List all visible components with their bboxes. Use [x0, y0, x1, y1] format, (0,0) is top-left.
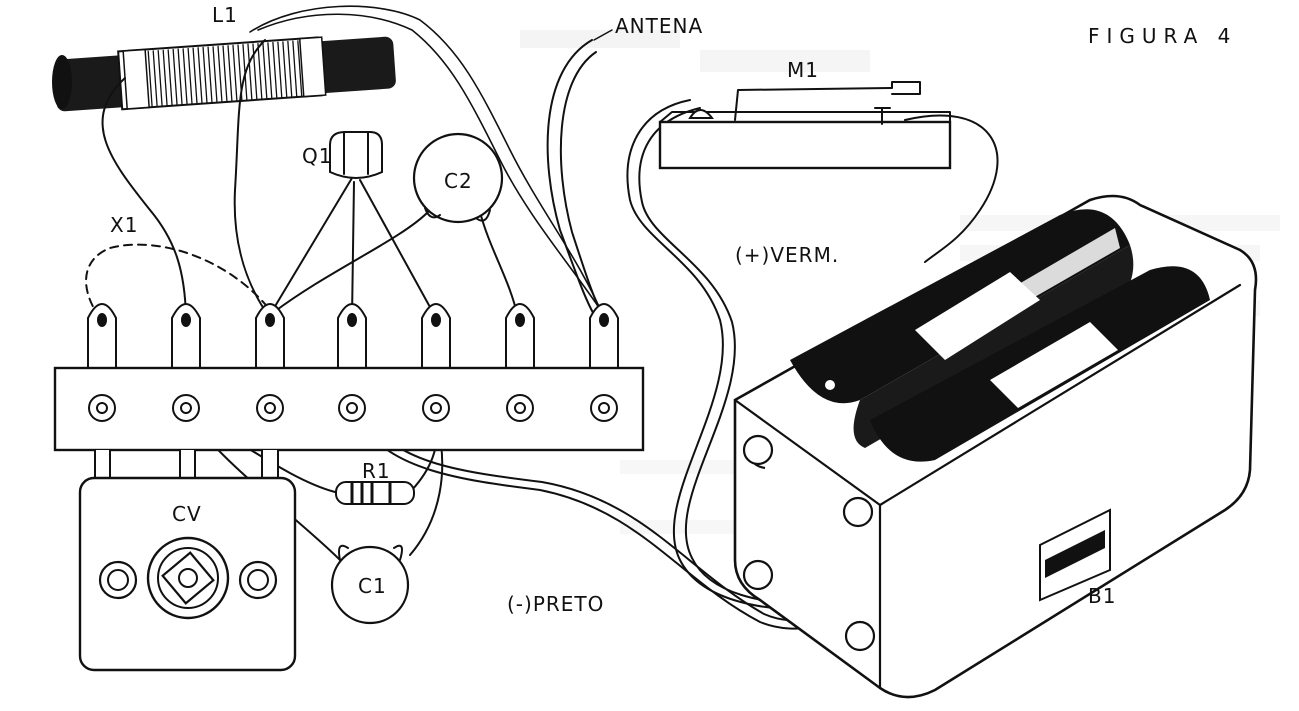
c2-capacitor: [412, 132, 504, 224]
c1-capacitor: [330, 544, 410, 625]
terminal-lugs: [87, 303, 619, 370]
l1-coil: [52, 36, 396, 112]
r1-resistor: [335, 481, 415, 505]
cv-variable-capacitor: [78, 476, 297, 672]
label-c1: C1: [358, 574, 387, 598]
m1-morse-key: [658, 81, 952, 170]
label-antenna: ANTENA: [615, 14, 703, 38]
label-q1: Q1: [302, 144, 332, 168]
q1-transistor: [329, 131, 383, 179]
coil-windings: [122, 36, 327, 110]
label-c2: C2: [444, 169, 473, 193]
label-l1: L1: [212, 3, 238, 27]
b1-battery-holder: [733, 194, 1258, 699]
terminal-strip: [53, 303, 645, 481]
label-cv: CV: [172, 502, 202, 526]
label-negative-lead: (-)PRETO: [507, 592, 604, 616]
labels: L1 ANTENA FIGURA 4 M1 Q1 C2 X1 (+)VERM. …: [110, 3, 1237, 616]
battery-cells: [790, 209, 1210, 462]
label-b1: B1: [1088, 584, 1116, 608]
label-m1: M1: [787, 58, 819, 82]
label-r1: R1: [362, 459, 391, 483]
label-x1: X1: [110, 213, 138, 237]
figure-caption: FIGURA 4: [1088, 24, 1237, 48]
terminal-screws: [88, 394, 618, 422]
label-positive-lead: (+)VERM.: [735, 243, 839, 267]
